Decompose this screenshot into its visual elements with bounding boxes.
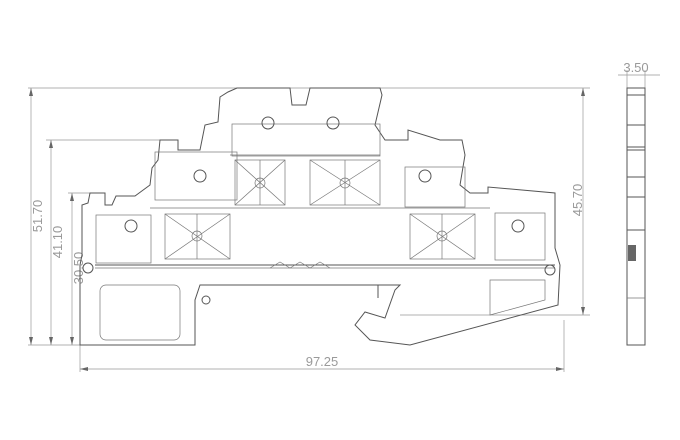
spring-clamps — [124, 116, 525, 233]
dim-label-lower-height: 30.50 — [71, 252, 86, 285]
terminal-block-front-view — [79, 87, 561, 346]
extension-lines — [28, 87, 590, 372]
cross-boxes — [164, 159, 476, 260]
dimension-lines — [30, 70, 660, 370]
dimension-arrows — [29, 88, 585, 371]
dim-label-total-height: 51.70 — [30, 200, 45, 233]
dim-label-thickness: 3.50 — [623, 60, 648, 75]
terminal-block-side-view — [626, 87, 646, 346]
dim-label-right-height: 45.70 — [570, 184, 585, 217]
dim-label-middle-height: 41.10 — [50, 226, 65, 259]
dim-label-total-width: 97.25 — [306, 354, 339, 369]
